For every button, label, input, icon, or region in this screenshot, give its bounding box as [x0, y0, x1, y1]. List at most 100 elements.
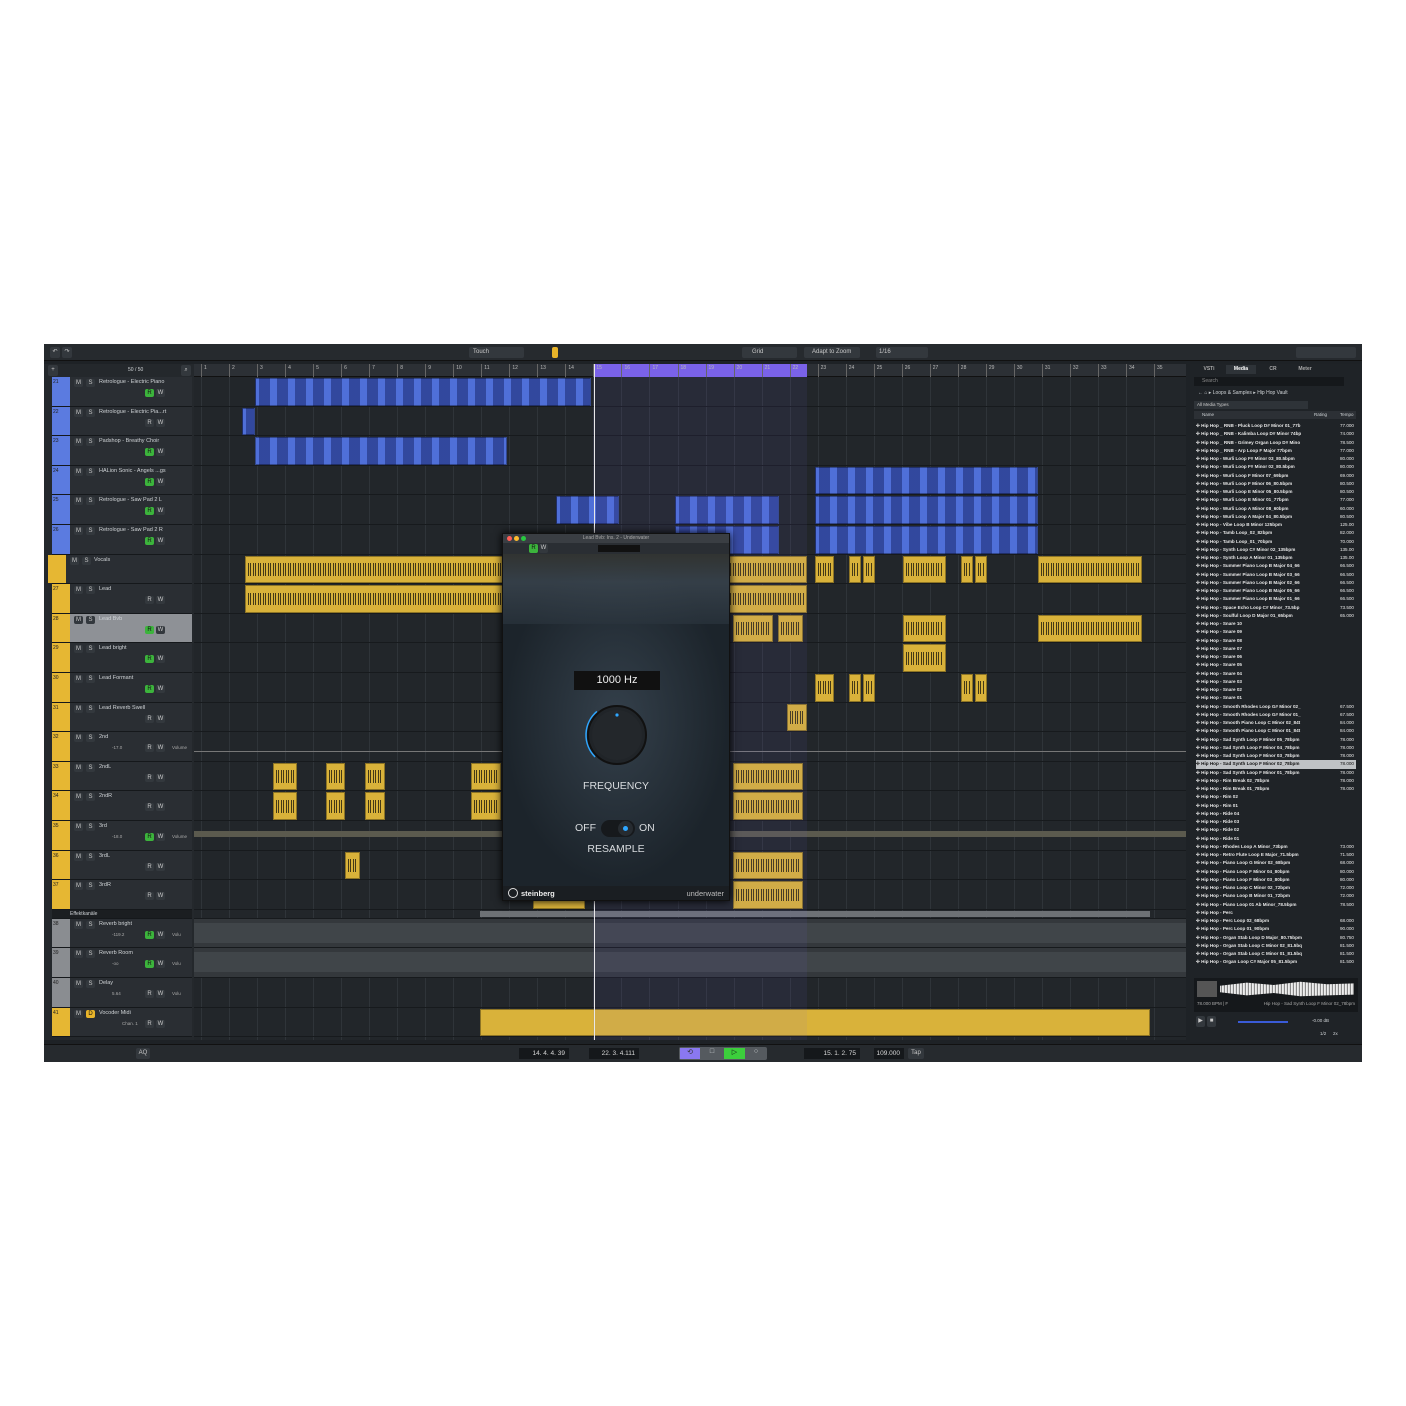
track-color-strip[interactable]: 30 [52, 673, 70, 702]
media-item[interactable]: ✣ Hip Hop - Snare 05 [1196, 661, 1356, 669]
media-item[interactable]: ✣ Hip Hop - Piano Loop 01 Ab Minor_78.5b… [1196, 901, 1356, 909]
track-value[interactable]: -18.0 [112, 834, 123, 839]
solo-button[interactable]: D [86, 1009, 95, 1018]
track-36[interactable]: 36 M S 3rdL R W [52, 850, 192, 881]
tab-cr[interactable]: CR [1269, 366, 1277, 372]
media-item[interactable]: ✣ Hip Hop _ RNB - Arp Loop F Major 77bpm… [1196, 447, 1356, 455]
lane-23[interactable] [194, 436, 1186, 466]
write-button[interactable]: W [156, 655, 165, 664]
write-button[interactable]: W [156, 773, 165, 782]
media-item[interactable]: ✣ Hip Hop - Ride 03 [1196, 818, 1356, 826]
write-button[interactable]: W [156, 930, 165, 939]
read-button[interactable]: R [145, 477, 154, 486]
media-item[interactable]: ✣ Hip Hop - Wurli Loop A Major 04_80.5bp… [1196, 513, 1356, 521]
write-button[interactable]: W [156, 744, 165, 753]
mute-button[interactable]: M [74, 586, 83, 595]
write-button[interactable]: W [156, 477, 165, 486]
track-color-strip[interactable]: 27 [52, 584, 70, 613]
track-color-strip[interactable]: 35 [52, 821, 70, 850]
solo-button[interactable]: S [86, 675, 95, 683]
media-item[interactable]: ✣ Hip Hop - Sad Synth Loop F Minor 04_78… [1196, 744, 1356, 752]
media-item[interactable]: ✣ Hip Hop - Ride 04 [1196, 810, 1356, 818]
undo-icon[interactable]: ↶ [50, 347, 60, 358]
solo-button[interactable]: S [86, 586, 95, 595]
media-item[interactable]: ✣ Hip Hop - Wurli Loop F Minor 06_80.5bp… [1196, 480, 1356, 488]
media-item[interactable]: ✣ Hip Hop - Summer Piano Loop B Major 01… [1196, 595, 1356, 603]
speed-double[interactable]: 2x [1333, 1031, 1338, 1036]
media-item[interactable]: ✣ Hip Hop - Sad Synth Loop F Minor 05_78… [1196, 736, 1356, 744]
track-name[interactable]: Retrologue - Saw Pad 2 R [99, 527, 163, 533]
track-21[interactable]: 21 M S Retrologue - Electric Piano R W [52, 377, 192, 407]
track-color-strip[interactable]: 26 [52, 525, 70, 554]
audio-event[interactable] [974, 555, 987, 584]
media-item[interactable]: ✣ Hip Hop - Smooth Piano Loop C Minor 02… [1196, 719, 1356, 727]
track-value[interactable]: 5.64 [112, 991, 121, 996]
media-item[interactable]: ✣ Hip Hop - Perc [1196, 909, 1356, 917]
solo-button[interactable]: S [86, 734, 95, 743]
solo-button[interactable]: S [86, 438, 95, 447]
media-item[interactable]: ✣ Hip Hop - Wurli Loop E Minor 05_80.5bp… [1196, 488, 1356, 496]
write-button[interactable]: W [156, 537, 165, 545]
lane-fxfolder[interactable] [194, 910, 1186, 919]
track-name[interactable]: HALion Sonic - Angels ...gs [99, 467, 166, 474]
write-button[interactable]: W [156, 1019, 165, 1028]
resample-toggle[interactable] [601, 820, 635, 837]
audio-event[interactable] [733, 792, 804, 820]
midi-part[interactable] [814, 526, 1038, 554]
lane-24[interactable] [194, 466, 1186, 496]
midi-part[interactable] [255, 437, 508, 465]
audio-event[interactable] [326, 792, 346, 820]
track-fxfolder[interactable]: Effektkanäle [52, 909, 192, 919]
record-button[interactable]: ○ [753, 1048, 759, 1055]
tap-tempo-button[interactable]: Tap [908, 1048, 924, 1059]
preview-waveform[interactable] [1220, 981, 1354, 997]
snap-mode-select[interactable]: Adapt to Zoom [804, 347, 860, 358]
media-type-filter[interactable]: All Media Types [1194, 401, 1308, 409]
track-color-strip[interactable]: 40 [52, 978, 70, 1007]
track-24[interactable]: 24 M S HALion Sonic - Angels ...gs R W [52, 465, 192, 496]
mute-button[interactable]: M [74, 1009, 83, 1018]
write-button[interactable]: W [156, 892, 165, 901]
read-button[interactable]: R [145, 714, 154, 723]
track-name[interactable]: 2ndL [99, 763, 112, 770]
media-item[interactable]: ✣ Hip Hop - Soulful Loop D Major 01_65bp… [1196, 612, 1356, 620]
track-name[interactable]: 3rdL [99, 852, 111, 859]
media-search-input[interactable]: Search [1194, 377, 1344, 386]
media-item[interactable]: ✣ Hip Hop - Snare 08 [1196, 637, 1356, 645]
add-track-button[interactable]: + [48, 365, 58, 376]
track-name[interactable]: Lead Bvb [99, 615, 123, 622]
media-item[interactable]: ✣ Hip Hop - Rim 01 [1196, 802, 1356, 810]
solo-button[interactable]: S [86, 950, 95, 959]
mute-button[interactable]: M [74, 497, 83, 506]
redo-icon[interactable]: ↷ [62, 347, 72, 358]
track-color-strip[interactable]: 34 [52, 791, 70, 820]
media-item[interactable]: ✣ Hip Hop - Sad Synth Loop F Minor 01_78… [1196, 769, 1356, 777]
mute-button[interactable]: M [74, 645, 83, 654]
track-color-strip[interactable]: 41 [52, 1007, 70, 1037]
audio-event[interactable] [273, 792, 297, 820]
read-button[interactable]: R [145, 537, 154, 545]
media-item[interactable]: ✣ Hip Hop - Organ Stab Loop C Minor 01_8… [1196, 950, 1356, 958]
media-item[interactable]: ✣ Hip Hop - Organ Stab Loop C Minor 02_8… [1196, 942, 1356, 950]
track-name[interactable]: 2nd [99, 734, 109, 741]
mute-button[interactable]: M [74, 675, 83, 683]
read-button[interactable]: R [145, 625, 154, 634]
write-button[interactable]: W [156, 389, 165, 397]
track-37[interactable]: 37 M S 3rdR R W [52, 880, 192, 910]
write-button[interactable]: W [156, 862, 165, 871]
audio-event[interactable] [273, 762, 297, 791]
lane-39[interactable] [194, 948, 1186, 978]
media-item[interactable]: ✣ Hip Hop - Snare 03 [1196, 678, 1356, 686]
media-item[interactable]: ✣ Hip Hop - Ride 01 [1196, 835, 1356, 843]
track-23[interactable]: 23 M S Padshop - Breathy Choir R W [52, 436, 192, 466]
midi-part[interactable] [814, 466, 1038, 495]
mute-button[interactable]: M [74, 408, 83, 417]
